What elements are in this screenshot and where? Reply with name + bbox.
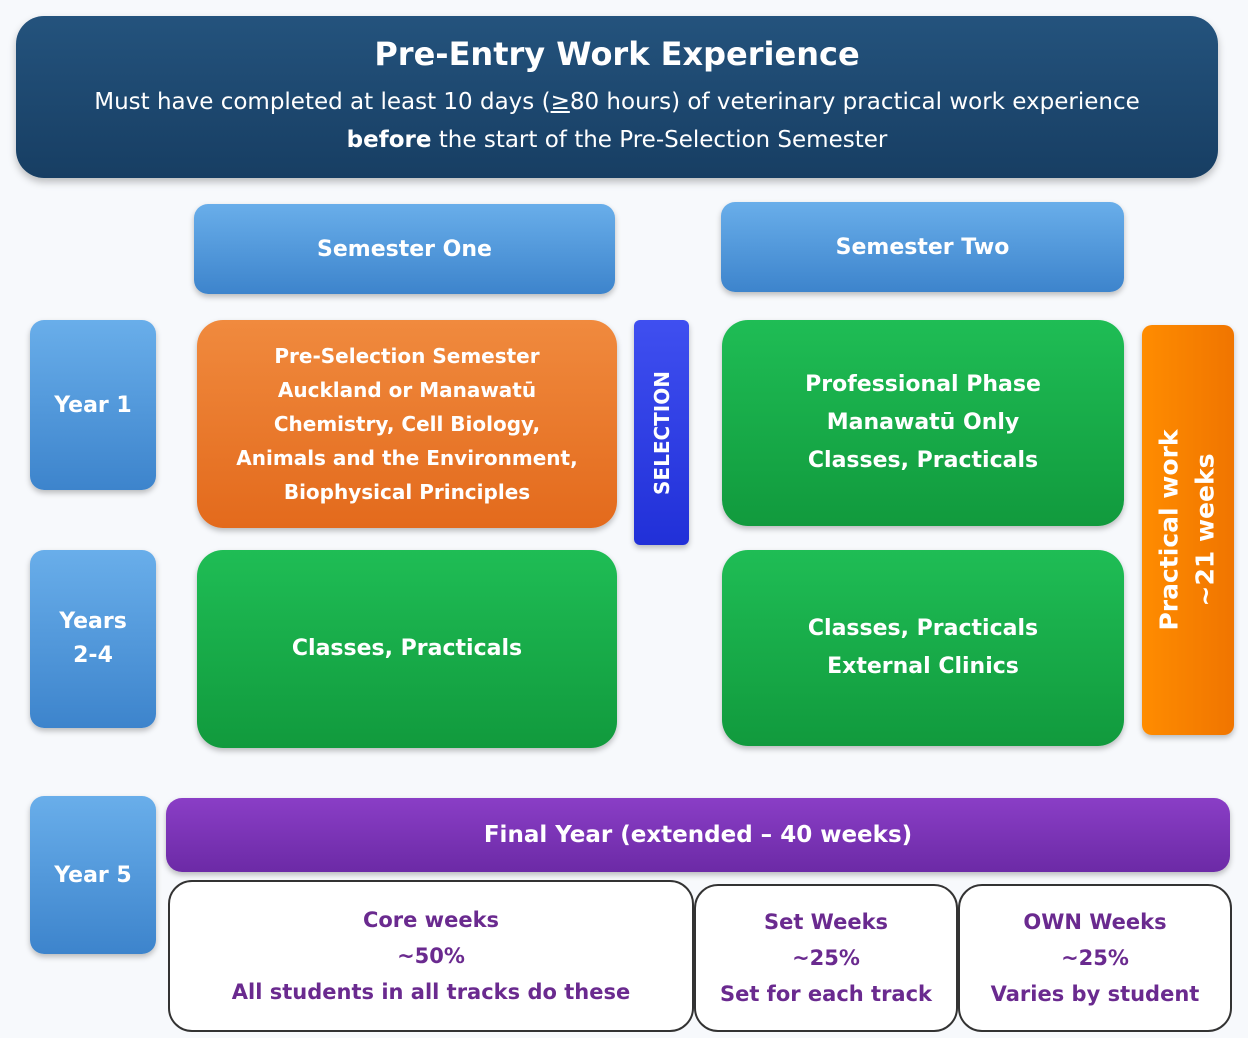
- core-weeks-title: Core weeks: [362, 908, 500, 932]
- banner-ge-symbol: ≥: [550, 89, 570, 115]
- practical-work-line-1: Practical work: [1155, 429, 1184, 631]
- own-weeks-title: OWN Weeks: [1023, 910, 1167, 934]
- pre-selection-semester-box: Pre-Selection Semester Auckland or Manaw…: [197, 320, 617, 528]
- selection-bar: SELECTION: [634, 320, 689, 545]
- practical-work-line-2: ~21 weeks: [1191, 453, 1220, 607]
- semester-two-header: Semester Two: [721, 202, 1124, 292]
- pre-selection-line-3: Chemistry, Cell Biology,: [273, 412, 541, 436]
- years-2-4-sem2-box: Classes, Practicals External Clinics: [722, 550, 1124, 746]
- year-1-label-box: Year 1: [30, 320, 156, 490]
- final-year-label: Final Year (extended – 40 weeks): [483, 822, 913, 848]
- pre-entry-banner: Pre-Entry Work Experience Must have comp…: [16, 16, 1218, 178]
- own-weeks-box: OWN Weeks ~25% Varies by student: [958, 884, 1232, 1032]
- semester-one-label: Semester One: [317, 236, 492, 262]
- pre-selection-line-5: Biophysical Principles: [283, 480, 531, 504]
- own-weeks-pct: ~25%: [1061, 946, 1129, 970]
- year-5-label: Year 5: [54, 862, 132, 888]
- years-2-4-sem2-line-1: Classes, Practicals: [807, 616, 1039, 641]
- professional-phase-box: Professional Phase Manawatū Only Classes…: [722, 320, 1124, 526]
- pre-selection-line-1: Pre-Selection Semester: [274, 344, 540, 368]
- practical-work-bar: Practical work ~21 weeks: [1142, 325, 1234, 735]
- years-2-4-label-a: Years: [59, 609, 127, 634]
- banner-line-1: Must have completed at least 10 days (≥8…: [94, 83, 1140, 121]
- years-2-4-sem1-text: Classes, Practicals: [291, 636, 523, 661]
- professional-line-3: Classes, Practicals: [807, 448, 1039, 473]
- selection-label: SELECTION: [649, 370, 674, 495]
- core-weeks-desc: All students in all tracks do these: [231, 980, 631, 1004]
- years-2-4-sem1-box: Classes, Practicals: [197, 550, 617, 748]
- banner-line-2-bold: before: [346, 127, 432, 153]
- set-weeks-title: Set Weeks: [763, 910, 889, 934]
- banner-line-2: before the start of the Pre-Selection Se…: [347, 121, 888, 159]
- pre-selection-line-2: Auckland or Manawatū: [277, 378, 537, 402]
- banner-title: Pre-Entry Work Experience: [374, 35, 860, 73]
- professional-line-2: Manawatū Only: [826, 410, 1020, 435]
- year-5-label-box: Year 5: [30, 796, 156, 954]
- years-2-4-label-box: Years 2-4: [30, 550, 156, 728]
- professional-line-1: Professional Phase: [805, 372, 1041, 397]
- set-weeks-desc: Set for each track: [719, 982, 933, 1006]
- own-weeks-desc: Varies by student: [990, 982, 1200, 1006]
- semester-two-label: Semester Two: [835, 234, 1010, 260]
- core-weeks-box: Core weeks ~50% All students in all trac…: [168, 880, 694, 1032]
- pre-selection-line-4: Animals and the Environment,: [236, 446, 578, 470]
- year-1-label: Year 1: [54, 392, 132, 418]
- years-2-4-label-b: 2-4: [73, 643, 113, 668]
- years-2-4-sem2-line-2: External Clinics: [827, 654, 1019, 679]
- set-weeks-box: Set Weeks ~25% Set for each track: [694, 884, 958, 1032]
- final-year-banner: Final Year (extended – 40 weeks): [166, 798, 1230, 872]
- banner-line-2-rest: the start of the Pre-Selection Semester: [431, 127, 888, 153]
- set-weeks-pct: ~25%: [792, 946, 860, 970]
- semester-one-header: Semester One: [194, 204, 615, 294]
- core-weeks-pct: ~50%: [397, 944, 465, 968]
- practical-work-text: Practical work ~21 weeks: [1152, 429, 1224, 630]
- banner-line-1-pre: Must have completed at least 10 days (: [94, 89, 551, 115]
- banner-line-1-post: 80 hours) of veterinary practical work e…: [569, 89, 1140, 115]
